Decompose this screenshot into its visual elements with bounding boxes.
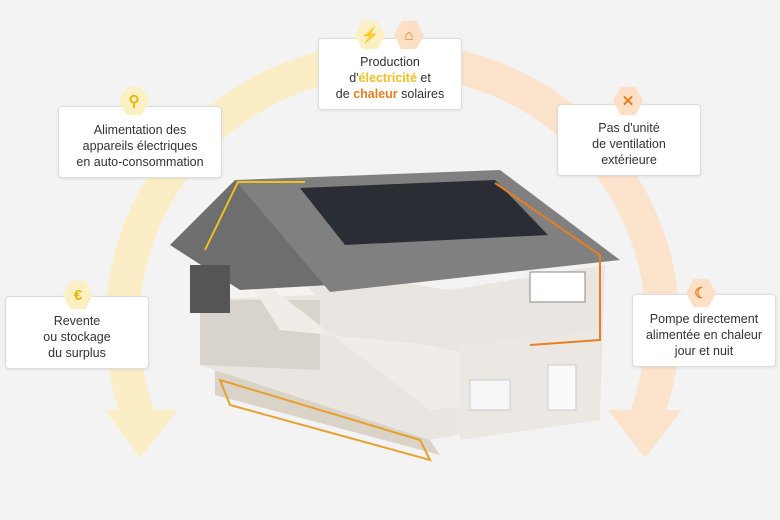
box-line: en auto-consommation: [76, 155, 204, 169]
box-line: ou stockage: [43, 329, 111, 344]
moon-heat-icon: ☾: [686, 278, 716, 308]
top-line-2-pre: d': [349, 71, 359, 85]
solar-production-box: Production d'électricité et de chaleur s…: [318, 38, 462, 110]
electricity-arrow-head: [105, 410, 178, 458]
box-line: extérieure: [601, 153, 657, 167]
euro-coin-icon: €: [63, 280, 93, 310]
top-line-2-post: et: [416, 71, 431, 85]
electricity-highlight: électricité: [358, 71, 417, 85]
house-illustration: [170, 170, 620, 462]
box-line: de ventilation: [592, 137, 666, 151]
box-line: Revente: [53, 313, 101, 328]
top-line-3-post: solaires: [397, 87, 445, 101]
top-line-1: Production: [360, 55, 420, 69]
self-consumption-box: Alimentation des appareils électriques e…: [58, 106, 222, 178]
box-line: Pompe directement: [649, 311, 759, 326]
box-line: Alimentation des: [93, 123, 187, 137]
top-line-3-pre: de: [335, 87, 354, 101]
box-line: Pas d'unité: [598, 121, 660, 135]
heat-highlight: chaleur: [353, 87, 398, 101]
box-line: alimentée en chaleur: [645, 327, 763, 342]
no-ventilation-box: Pas d'unité de ventilation extérieure: [557, 104, 701, 176]
box-line: appareils électriques: [82, 139, 198, 153]
heat-arrow-head: [608, 410, 682, 458]
box-line: du surplus: [48, 345, 106, 360]
box-line: jour et nuit: [674, 343, 734, 358]
